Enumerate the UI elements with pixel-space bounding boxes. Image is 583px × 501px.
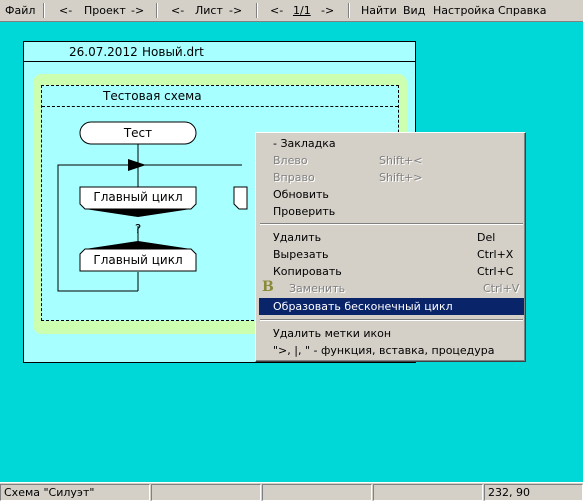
sheet-prev-button[interactable]: <-	[171, 4, 185, 17]
ctx-bookmark[interactable]: - Закладка	[273, 137, 336, 150]
ctx-move-left[interactable]: Влево Shift+<	[273, 154, 423, 167]
flowchart	[57, 121, 248, 292]
ctx-move-right[interactable]: Вправо Shift+>	[273, 171, 423, 184]
status-panel	[373, 484, 483, 501]
sheet-filename: Новый.drt	[142, 45, 204, 59]
status-scheme: Схема "Силуэт"	[4, 486, 95, 499]
shortcut-label: Shift+>	[379, 171, 423, 184]
ctx-remove-icon-labels[interactable]: Удалить метки икон	[273, 327, 392, 340]
page-next-button[interactable]: ->	[321, 4, 335, 17]
condition-label: ?	[134, 222, 142, 236]
ctx-copy[interactable]: Копировать Ctrl+C	[273, 265, 514, 278]
ctx-insert-help[interactable]: ">, |, " - функция, вставка, процедура	[273, 344, 495, 357]
ctx-separator	[260, 223, 523, 225]
context-menu: - Закладка Влево Shift+< Вправо Shift+> …	[255, 132, 526, 362]
loop-start-label: Главный цикл	[93, 190, 183, 204]
shortcut-label: Shift+<	[379, 154, 423, 167]
menu-settings[interactable]: Настройка	[433, 4, 495, 17]
start-node[interactable]	[79, 121, 197, 145]
scheme-title: Тестовая схема	[103, 89, 202, 103]
loop-arrow	[128, 159, 146, 171]
ctx-replace[interactable]: B Заменить Ctrl+V	[262, 279, 520, 295]
shortcut-label: Ctrl+X	[477, 248, 514, 261]
replace-icon: B	[262, 279, 274, 295]
page-indicator[interactable]: 1/1	[293, 4, 311, 17]
menu-separator	[256, 3, 258, 18]
status-coords-panel: 232, 90	[484, 484, 583, 501]
sheet-title-bar: 26.07.2012 Новый.drt	[24, 42, 415, 62]
project-next-button[interactable]: ->	[131, 4, 145, 17]
menu-view[interactable]: Вид	[403, 4, 426, 17]
menu-bar: Файл <- Проект -> <- Лист -> <- 1/1 -> Н…	[0, 0, 583, 22]
sheet-next-button[interactable]: ->	[229, 4, 243, 17]
menu-help[interactable]: Справка	[498, 4, 547, 17]
menu-separator	[156, 3, 158, 18]
status-panel	[151, 484, 261, 501]
sheet-date: 26.07.2012	[69, 45, 138, 59]
ctx-delete[interactable]: Удалить Del	[273, 231, 496, 244]
menu-project[interactable]: Проект	[84, 4, 126, 17]
menu-separator	[348, 3, 350, 18]
menu-find[interactable]: Найти	[361, 4, 397, 17]
scheme-title-divider	[42, 106, 398, 107]
status-coords: 232, 90	[488, 486, 530, 499]
ctx-cut[interactable]: Вырезать Ctrl+X	[273, 248, 514, 261]
project-prev-button[interactable]: <-	[59, 4, 73, 17]
loop-start-marker	[85, 209, 191, 217]
ctx-separator	[260, 319, 523, 321]
shortcut-label: Del	[477, 231, 496, 244]
branch-node[interactable]	[233, 186, 248, 210]
menu-file[interactable]: Файл	[5, 4, 36, 17]
shortcut-label: Ctrl+V	[483, 282, 520, 295]
menu-separator	[43, 3, 45, 18]
loop-end-marker	[85, 241, 191, 249]
start-node-label: Тест	[123, 126, 153, 140]
page-prev-button[interactable]: <-	[270, 4, 284, 17]
loop-end-label: Главный цикл	[93, 253, 183, 267]
status-scheme-panel: Схема "Силуэт"	[0, 484, 150, 501]
status-panel	[262, 484, 372, 501]
status-bar: Схема "Силуэт" 232, 90	[0, 482, 583, 501]
menu-sheet[interactable]: Лист	[195, 4, 223, 17]
ctx-refresh[interactable]: Обновить	[273, 188, 329, 201]
ctx-make-infinite-loop[interactable]: Образовать бесконечный цикл	[259, 298, 524, 315]
loop-line	[57, 164, 242, 292]
ctx-check[interactable]: Проверить	[273, 205, 336, 218]
shortcut-label: Ctrl+C	[477, 265, 514, 278]
